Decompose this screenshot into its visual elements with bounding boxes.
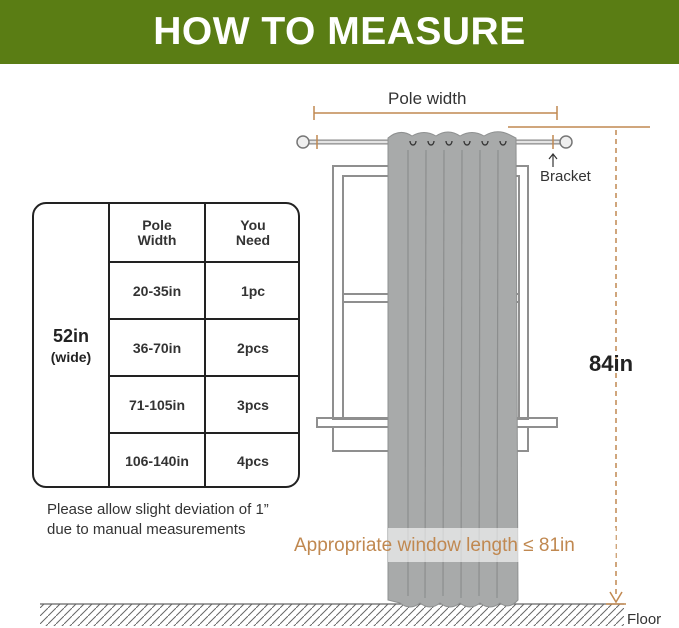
table-divider bbox=[108, 318, 298, 320]
curtain-size: 52in bbox=[52, 325, 90, 346]
table-cell-pole-width: 20-35in bbox=[132, 282, 182, 299]
table-divider bbox=[108, 375, 298, 377]
size-table: 52in (wide) Pole Width You Need 20-35in … bbox=[32, 202, 300, 488]
page-title: HOW TO MEASURE bbox=[153, 10, 526, 53]
table-cell-need: 4pcs bbox=[237, 453, 269, 469]
floor-label: Floor bbox=[627, 611, 662, 628]
height-label: 84in bbox=[589, 351, 634, 376]
table-cell-need: 1pc bbox=[240, 282, 266, 299]
table-cell-need: 3pcs bbox=[237, 396, 269, 413]
height-measure bbox=[508, 126, 650, 605]
table-cell-pole-width: 71-105in bbox=[128, 396, 186, 413]
curtain-size-cell: 52in (wide) bbox=[34, 204, 108, 486]
bracket-label: Bracket bbox=[540, 168, 591, 185]
curtain-panel bbox=[387, 131, 519, 608]
table-divider bbox=[108, 261, 298, 263]
pole-width-measure bbox=[313, 106, 558, 149]
table-cell-pole-width: 36-70in bbox=[132, 339, 182, 356]
table-cell-need: 2pcs bbox=[237, 339, 269, 356]
header-banner: HOW TO MEASURE bbox=[0, 0, 679, 64]
deviation-note-line: Please allow slight deviation of 1” bbox=[47, 501, 269, 518]
deviation-note: Please allow slight deviation of 1” due … bbox=[47, 500, 269, 540]
curtain-size-note: (wide) bbox=[50, 348, 92, 365]
table-divider bbox=[204, 204, 206, 486]
table-divider bbox=[108, 204, 110, 486]
table-divider bbox=[108, 432, 298, 434]
column-header-you-need: You Need bbox=[235, 216, 271, 248]
table-cell-pole-width: 106-140in bbox=[125, 453, 189, 469]
column-header-pole-width: Pole Width bbox=[137, 216, 177, 248]
pole-width-label: Pole width bbox=[388, 89, 467, 108]
window-length-band bbox=[388, 528, 616, 562]
bracket-arrow bbox=[548, 153, 558, 167]
floor bbox=[40, 603, 624, 626]
deviation-note-line: due to manual measurements bbox=[47, 521, 246, 538]
window-length-label: Appropriate window length ≤ 81in bbox=[294, 535, 575, 556]
